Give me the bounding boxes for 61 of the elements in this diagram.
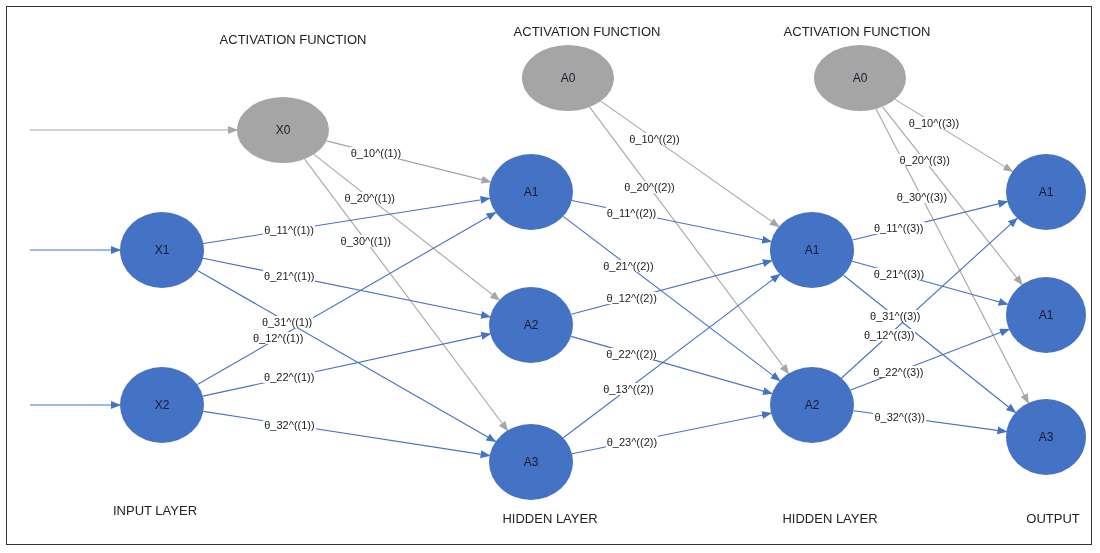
bias-node-circle: A0 bbox=[522, 45, 614, 111]
edge-label: θ_12^((2)) bbox=[605, 292, 658, 305]
arrow bbox=[600, 100, 780, 228]
edge-label: θ_30^((3)) bbox=[895, 191, 949, 204]
arrow bbox=[304, 158, 509, 432]
arrow bbox=[589, 106, 790, 375]
neuron-circle: A1 bbox=[770, 212, 854, 288]
arrow bbox=[882, 106, 1023, 286]
edge-label: θ_20^((2)) bbox=[623, 181, 676, 193]
edge-label: θ_11^((2)) bbox=[605, 206, 658, 219]
arrow bbox=[196, 211, 497, 386]
edge-label: θ_22^((2)) bbox=[605, 347, 658, 360]
edge-label: θ_12^((1)) bbox=[251, 332, 305, 345]
neuron-circle: A1 bbox=[1006, 277, 1086, 353]
arrow bbox=[562, 215, 781, 382]
edge-label: θ_20^((3)) bbox=[898, 154, 951, 167]
bias-node-circle: X0 bbox=[237, 97, 329, 163]
arrow bbox=[29, 246, 121, 254]
edge-label: θ_13^((2)) bbox=[602, 382, 655, 395]
neuron-circle: A3 bbox=[489, 424, 573, 500]
layer-label: HIDDEN LAYER bbox=[782, 511, 878, 526]
arrow bbox=[196, 269, 497, 443]
edge-label: θ_20^((1)) bbox=[343, 192, 396, 205]
neuron-circle: X2 bbox=[120, 367, 204, 443]
edge-label: θ_11^((3)) bbox=[872, 222, 925, 235]
layer-label: ACTIVATION FUNCTION bbox=[513, 24, 661, 39]
layer-label: ACTIVATION FUNCTION bbox=[783, 24, 931, 39]
edge-label: θ_22^((1)) bbox=[263, 371, 316, 384]
edge-label: θ_32^((3)) bbox=[873, 410, 926, 423]
arrow bbox=[313, 153, 501, 301]
edge-label: θ_10^((3)) bbox=[907, 117, 961, 130]
layer-label: OUTPUT bbox=[1026, 511, 1080, 526]
edge-label: θ_23^((2)) bbox=[605, 435, 659, 448]
edge-label: θ_30^((1)) bbox=[339, 234, 392, 247]
layer-label: INPUT LAYER bbox=[113, 503, 197, 518]
edge-label: θ_10^((2)) bbox=[628, 132, 681, 145]
arrow bbox=[29, 126, 238, 134]
bias-node-circle: A0 bbox=[814, 45, 906, 111]
edge-label: θ_31^((1)) bbox=[260, 315, 314, 328]
edge-label: θ_11^((1)) bbox=[263, 224, 315, 236]
neuron-circle: X1 bbox=[120, 212, 204, 288]
neuron-circle: A3 bbox=[1006, 399, 1086, 475]
edge-label: θ_22^((3)) bbox=[872, 365, 925, 378]
edge-label: θ_32^((1)) bbox=[263, 418, 316, 431]
edge-label: θ_31^((3)) bbox=[869, 310, 922, 323]
layer-label: HIDDEN LAYER bbox=[502, 511, 598, 526]
edge-label: θ_12^((3)) bbox=[863, 328, 916, 341]
edge-label: θ_10^((1)) bbox=[349, 147, 403, 160]
arrow bbox=[29, 401, 121, 409]
arrow bbox=[875, 108, 1029, 404]
layer-label: ACTIVATION FUNCTION bbox=[219, 32, 367, 47]
edge-label: θ_21^((1)) bbox=[263, 269, 316, 282]
arrow bbox=[562, 273, 781, 439]
arrow bbox=[842, 274, 1017, 414]
neuron-circle: A2 bbox=[770, 367, 854, 443]
neuron-circle: A1 bbox=[489, 154, 573, 230]
edge-label: θ_21^((2)) bbox=[602, 259, 655, 272]
neuron-circle: A1 bbox=[1006, 154, 1086, 230]
edge-label: θ_21^((3)) bbox=[872, 268, 926, 281]
arrow bbox=[841, 217, 1018, 379]
neuron-circle: A2 bbox=[489, 287, 573, 363]
